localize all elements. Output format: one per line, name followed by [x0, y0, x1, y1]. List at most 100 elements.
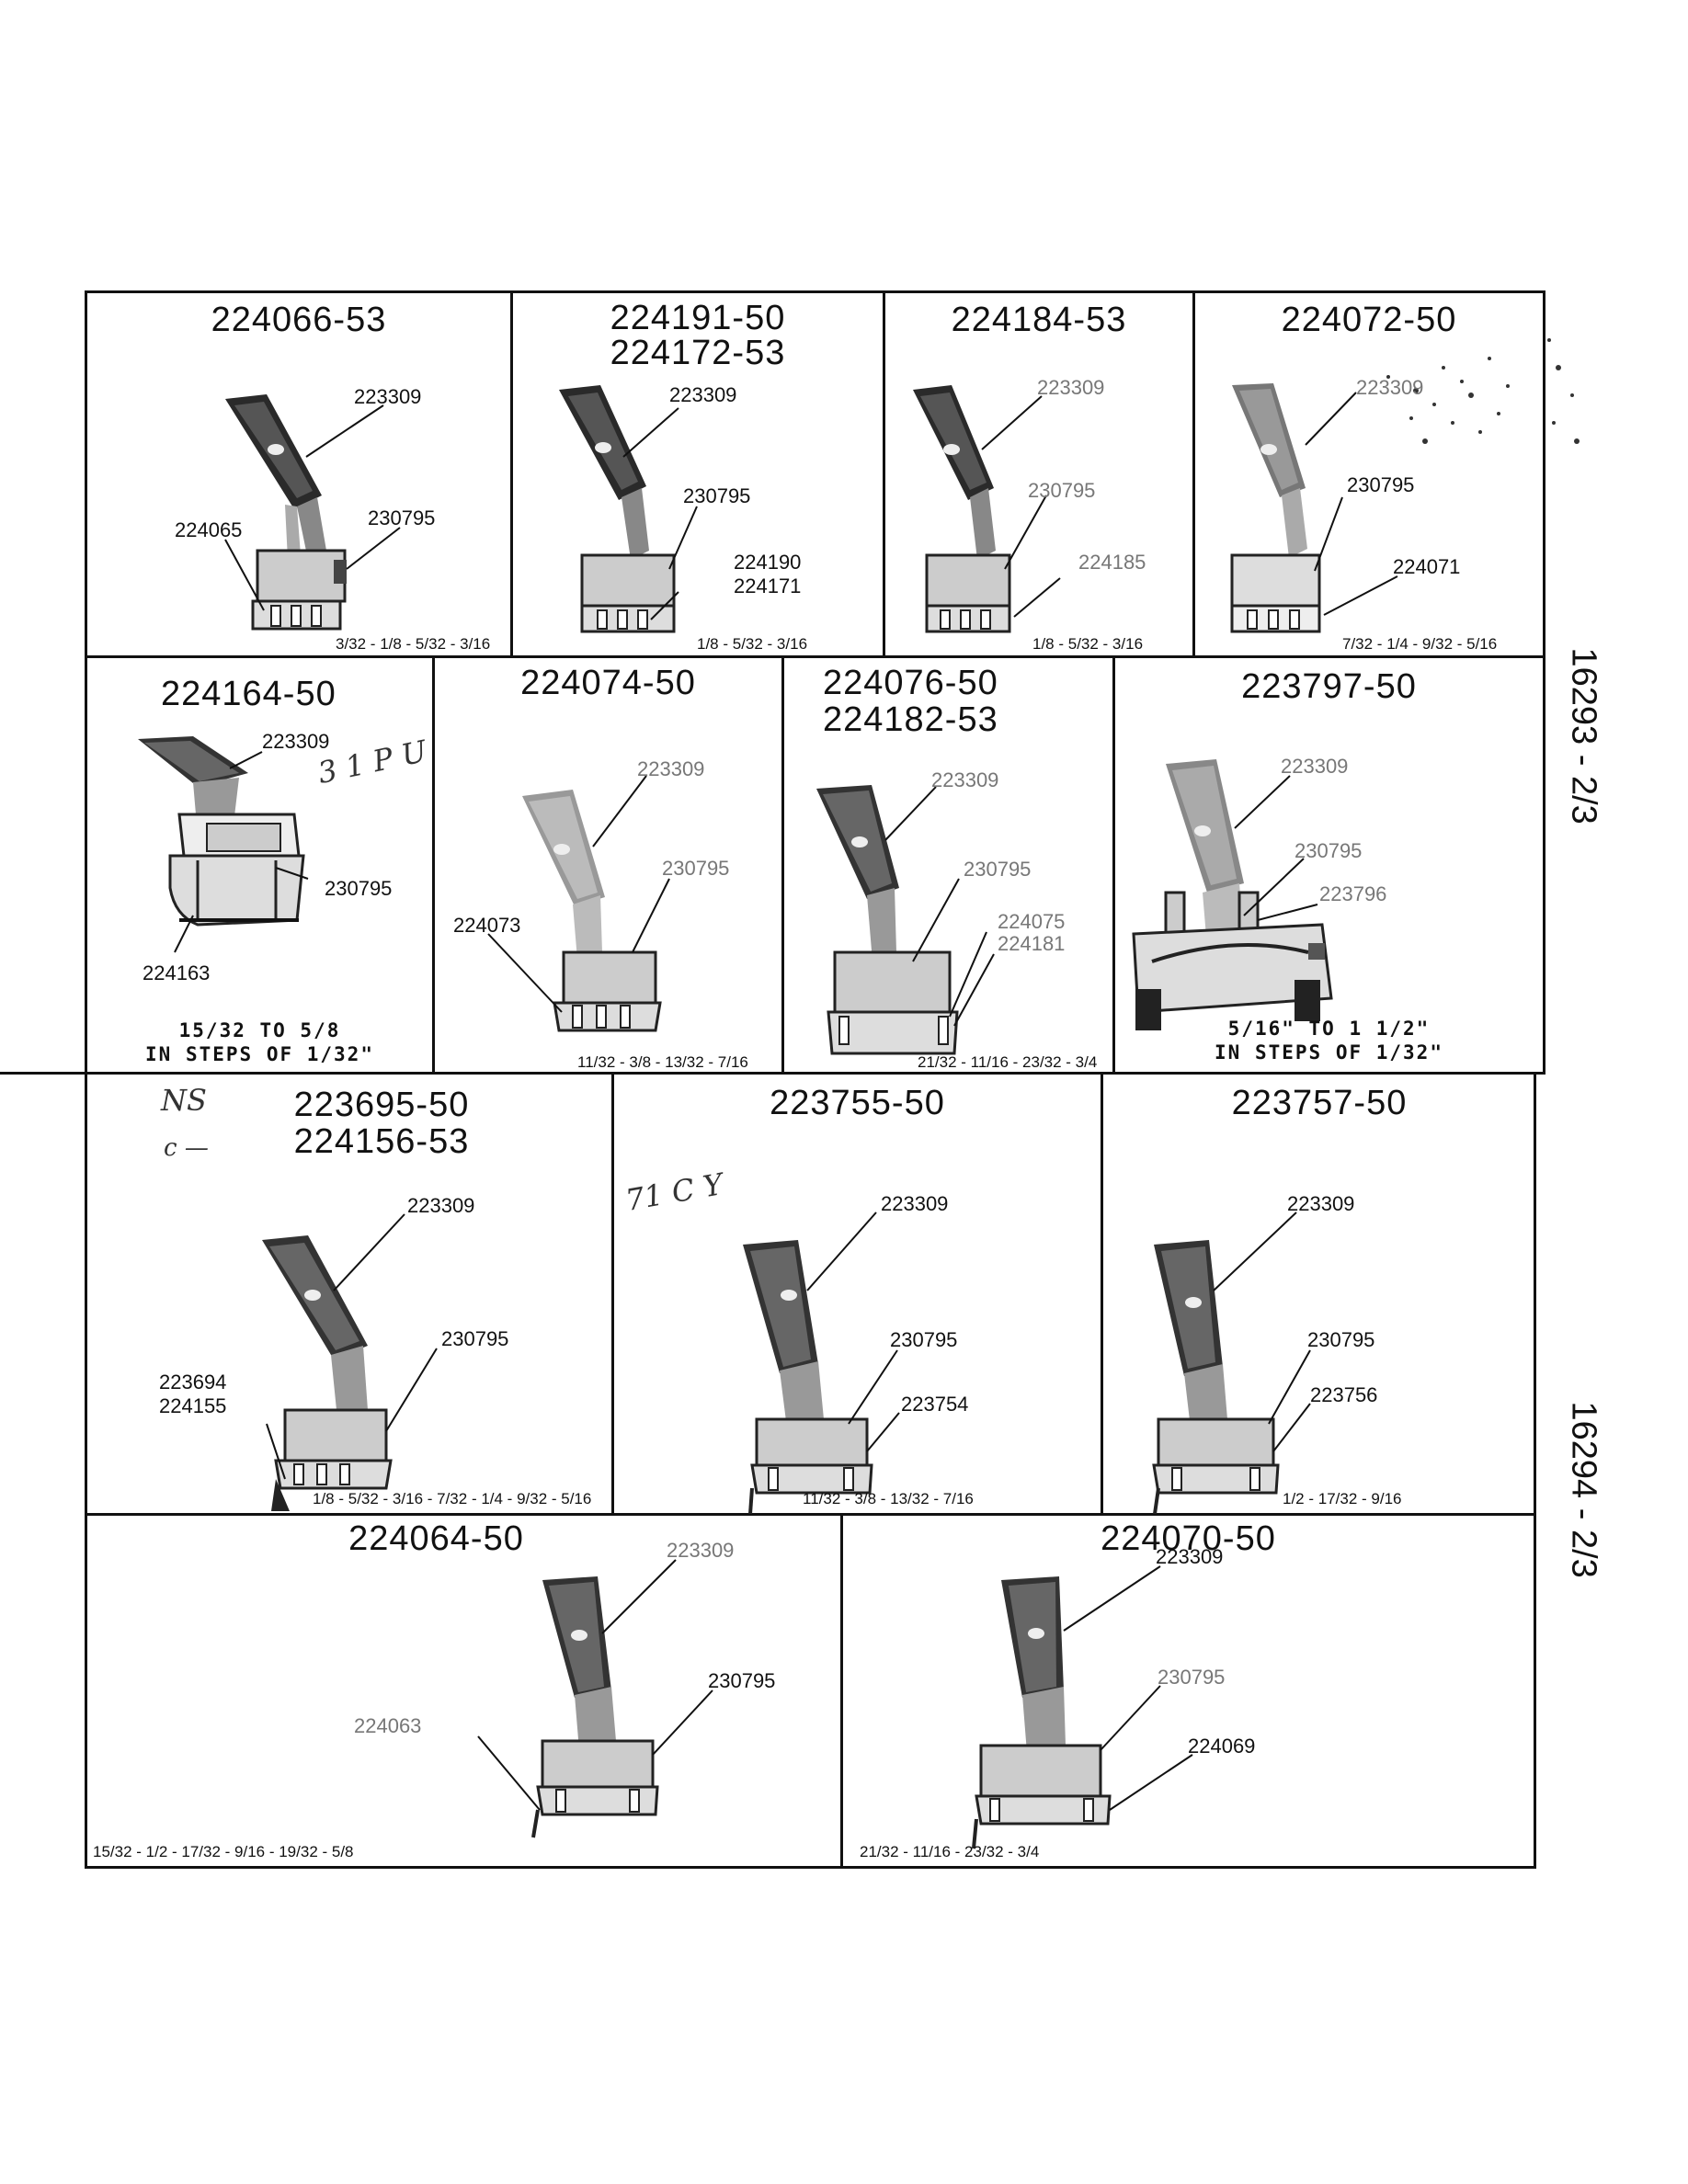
row3-col-divider: [611, 1074, 614, 1515]
presser-foot-drawing: 223309 230795 223756: [1152, 1192, 1377, 1515]
callout-label: 223309: [1281, 755, 1348, 778]
part-cell: 223695-50 224156-53 223309 230795: [87, 1075, 611, 1513]
callout-label: 224075: [998, 910, 1065, 933]
part-number: 224066-53: [211, 301, 387, 339]
margin-dash: [0, 1072, 85, 1075]
row1-col-divider: [1192, 290, 1195, 658]
border-left: [85, 290, 87, 1868]
presser-foot-drawing: 223309 230795 224069: [972, 1545, 1255, 1849]
handwritten-note: NS: [161, 1083, 207, 1118]
part-number: 224070-50: [1101, 1519, 1276, 1558]
presser-foot-drawing: 223309 230795 223796: [1132, 755, 1386, 1030]
callout-label: 223309: [354, 385, 421, 408]
part-cell: 223757-50 223309 230795 223756 1: [1103, 1075, 1535, 1515]
part-cell: 224191-50 224172-53 223309 230795 224: [513, 293, 883, 655]
border-top: [85, 290, 1543, 293]
part-number: 223695-50: [293, 1086, 470, 1124]
callout-label: 223754: [901, 1393, 968, 1416]
callout-label: 223309: [1356, 376, 1423, 399]
callout-label: 223309: [637, 757, 704, 780]
part-number: 224191-50: [610, 299, 786, 337]
size-range: 3/32 - 1/8 - 5/32 - 3/16: [336, 635, 491, 653]
callout-label: 224065: [175, 518, 242, 541]
callout-label: 223309: [1156, 1545, 1223, 1568]
callout-label: 223756: [1310, 1383, 1377, 1406]
callout-label: 223796: [1319, 882, 1386, 905]
size-range: 21/32 - 11/16 - 23/32 - 3/4: [918, 1053, 1098, 1071]
range-line: 5/16" TO 1 1/2": [1227, 1018, 1431, 1040]
part-cell: 223755-50 223309 230795 223754 1: [614, 1075, 1101, 1515]
part-number: 224164-50: [161, 675, 336, 713]
callout-label: 224071: [1393, 555, 1460, 578]
size-range-note: 15/32 TO 5/8 IN STEPS OF 1/32": [87, 1018, 432, 1066]
presser-foot-drawing: 223309 230795 224073: [453, 757, 729, 1032]
presser-foot-drawing: 223309 224065 230795: [175, 385, 435, 631]
callout-label: 230795: [1307, 1328, 1374, 1351]
presser-foot-drawing: 223309 230795 224163: [138, 730, 392, 984]
size-range: 11/32 - 3/8 - 13/32 - 7/16: [577, 1053, 748, 1071]
size-range: 7/32 - 1/4 - 9/32 - 5/16: [1342, 635, 1498, 653]
row1-col-divider: [883, 290, 885, 658]
scan-speckle: [1386, 338, 1580, 444]
row1-divider: [85, 655, 1545, 658]
callout-label: 230795: [1028, 479, 1095, 502]
callout-label: 230795: [1158, 1666, 1225, 1689]
presser-foot-drawing: 223309 230795 223754: [743, 1192, 968, 1515]
row1-col-divider: [510, 290, 513, 658]
presser-foot-drawing: 223309 230795 224071: [1230, 376, 1460, 633]
part-number-alt: 224156-53: [293, 1122, 470, 1161]
parts-sheet: 224066-53 223309 224065: [85, 290, 1563, 1886]
part-cell: 224164-50 223309 230795 224163: [87, 658, 432, 1072]
callout-label: 224190: [734, 551, 801, 574]
callout-label: 230795: [325, 877, 392, 900]
callout-label: 230795: [368, 506, 435, 529]
callout-label: 223309: [262, 730, 329, 753]
border-bottom: [85, 1866, 1536, 1869]
size-range: 15/32 - 1/2 - 17/32 - 9/16 - 19/32 - 5/8: [93, 1843, 354, 1860]
part-number: 223757-50: [1231, 1084, 1408, 1122]
size-range: 11/32 - 3/8 - 13/32 - 7/16: [803, 1490, 974, 1507]
handwritten-note: c —: [164, 1134, 209, 1162]
range-line: IN STEPS OF 1/32": [145, 1043, 374, 1065]
part-number-alt: 224182-53: [823, 700, 998, 739]
part-cell: 224066-53 223309 224065: [87, 293, 510, 655]
row4-col-divider: [840, 1514, 843, 1868]
callout-label: 230795: [683, 484, 750, 507]
part-number: 224064-50: [348, 1519, 524, 1558]
callout-label: 230795: [441, 1327, 508, 1350]
size-range: 1/8 - 5/32 - 3/16 - 7/32 - 1/4 - 9/32 - …: [313, 1490, 592, 1507]
part-number: 224184-53: [951, 301, 1127, 339]
part-number: 224072-50: [1281, 301, 1457, 339]
presser-foot-drawing: 223309 230795 224185: [913, 376, 1146, 633]
part-cell: 224064-50 223309 230795 224063 1: [87, 1516, 840, 1866]
row3-col-divider: [1101, 1074, 1103, 1515]
row2-col-divider: [781, 656, 784, 1075]
callout-label: 223309: [931, 768, 998, 791]
callout-label: 224063: [354, 1714, 421, 1737]
callout-label: 230795: [890, 1328, 957, 1351]
callout-label: 223309: [881, 1192, 948, 1215]
side-label: 16293 - 2/3: [1564, 647, 1603, 825]
row2-divider: [85, 1072, 1545, 1075]
presser-foot-drawing: 223309 230795 224190 224171: [559, 383, 801, 633]
callout-label: 230795: [662, 857, 729, 880]
size-range-note: 5/16" TO 1 1/2" IN STEPS OF 1/32": [1115, 1017, 1543, 1064]
size-range: 1/2 - 17/32 - 9/16: [1283, 1490, 1402, 1507]
callout-label: 230795: [1295, 839, 1362, 862]
callout-label: 230795: [964, 858, 1031, 881]
callout-label: 223309: [1287, 1192, 1354, 1215]
callout-label: 224163: [143, 961, 210, 984]
part-cell: 224076-50 224182-53 223309 230795 224: [784, 658, 1112, 1072]
size-range: 21/32 - 11/16 - 23/32 - 3/4: [860, 1843, 1040, 1860]
row3-divider: [85, 1513, 1536, 1516]
callout-label: 223309: [1037, 376, 1104, 399]
part-cell: 224184-53 223309 230795 224185 1: [885, 293, 1192, 655]
part-cell: 223797-50 223309 230795: [1115, 658, 1543, 1072]
foot-illustration: [225, 394, 347, 631]
callout-label: 223694: [159, 1371, 226, 1393]
part-number: 223797-50: [1241, 667, 1417, 706]
part-number: 224076-50: [823, 664, 998, 702]
size-range: 1/8 - 5/32 - 3/16: [1032, 635, 1144, 653]
callout-label: 224155: [159, 1394, 226, 1417]
presser-foot-drawing: 223309 230795 224075 224181: [816, 768, 1065, 1055]
